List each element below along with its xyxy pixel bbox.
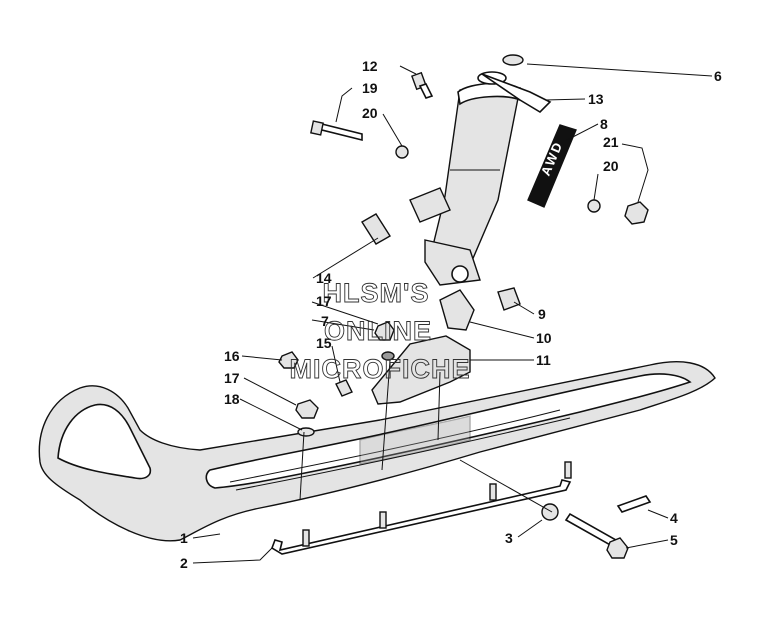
callout-1: 1 [180,530,188,546]
nut-mid [374,321,395,341]
callout-19: 19 [362,80,378,96]
bolt-upper [310,120,363,142]
ski-saddle [371,335,471,405]
watermark-line-2: ONLINE [324,316,432,346]
leader-lines [192,63,713,564]
washer-right [587,199,601,213]
callout-12: 12 [362,58,378,74]
callout-9: 9 [538,306,546,322]
callout-20-left: 20 [362,105,378,121]
bushing-15 [335,379,353,397]
callout-7: 7 [321,313,329,329]
wear-bar [271,461,572,555]
bushing-right [497,287,521,311]
callout-14: 14 [316,270,332,286]
callout-16: 16 [224,348,240,364]
callout-3: 3 [505,530,513,546]
callout-10: 10 [536,330,552,346]
spacer [439,289,475,331]
callout-13: 13 [588,91,604,107]
callout-11: 11 [536,352,551,368]
watermark-line-1: HLSM'S [323,278,430,308]
callout-4: 4 [670,510,678,526]
callout-15: 15 [316,335,332,351]
callout-2: 2 [180,555,188,571]
grease-fitting [411,71,434,99]
washer-mid [381,351,395,361]
callout-21: 21 [603,134,619,150]
cap [502,54,524,66]
callout-20-right: 20 [603,158,619,174]
bolt-lower [564,512,629,559]
cotter-pin [616,495,652,513]
callout-5: 5 [670,532,678,548]
bushing-left [361,213,391,245]
nut-upper [624,201,649,225]
ski-body [38,361,716,542]
nut-17 [295,399,319,419]
nut-16 [278,351,299,369]
washer-3 [541,503,559,521]
spindle [409,71,552,286]
callout-18: 18 [224,391,240,407]
watermark-line-3: MICROFICHE [290,354,471,384]
callout-8: 8 [600,116,608,132]
callout-17-upper: 17 [316,293,332,309]
watermark: HLSM'S ONLINE MICROFICHE [289,278,471,385]
callout-labels: 1 2 3 4 5 6 7 8 9 10 11 12 13 14 15 16 1… [180,58,722,571]
awd-decal: AWD [527,124,577,208]
washer-left [395,145,409,159]
callout-17-lower: 17 [224,370,240,386]
callout-6: 6 [714,68,722,84]
